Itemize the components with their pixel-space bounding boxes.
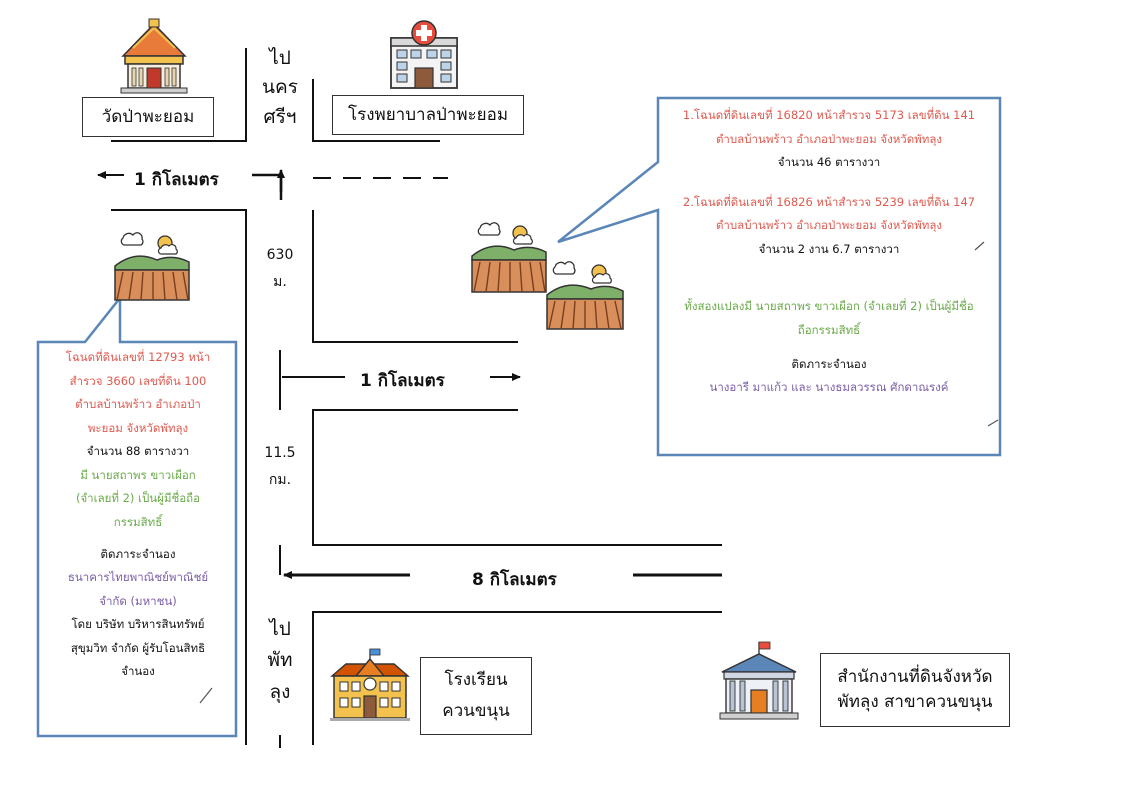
road-edge-top-left [111,48,247,142]
deed-left-line4: พะยอม จังหวัดพัทลุง [87,420,189,435]
mortgage-left-label: ติดภาระจำนอง [100,546,176,561]
school-label-line1: โรงเรียน [444,670,508,691]
road-edge-top-right [312,79,440,142]
road-edge-bottom-right [312,611,722,745]
mortgagee-left-line2: จำกัด (มหาชน) [99,593,177,608]
land-office-label-line2: พัทลุง สาขาควนขนุน [837,692,993,712]
transfer-left-line2: สุขุมวิท จำกัด ผู้รับโอนสิทธิ [70,640,206,655]
farmland-icon [114,232,190,301]
deed-left-area: จำนวน 88 ตารางวา [86,444,190,459]
vertical-distance-2-value: 11.5 [264,445,296,461]
temple-label-box: วัดป่าพะยอม [82,97,214,137]
callout-right-text: 1.โฉนดที่ดินเลขที่ 16820 หน้าสำรวจ 5173 … [662,104,996,400]
owner-right-line2: ถือกรรมสิทธิ์ [797,322,861,337]
pen-mark [199,687,213,704]
land-office-icon [719,641,799,720]
owner-left-line1: มี นายสถาพร ขาวเผือก [80,467,196,482]
callout-left-text: โฉนดที่ดินเลขที่ 12793 หน้า สำรวจ 3660 เ… [42,346,234,684]
school-label-box: โรงเรียน ควนขนุน [420,657,532,735]
vertical-distance-1: 630 ม. [254,242,306,295]
road-lines [111,48,722,748]
middle-distance-label: 1 กิโลเมตร [360,371,445,391]
deed-1-area: จำนวน 46 ตารางวา [777,155,881,170]
callout-right-bubble [557,96,1002,457]
to-phatthalung-line1: ไป [269,618,291,640]
to-phatthalung-line3: ลุง [269,680,291,703]
owner-left-line2: (จำเลยที่ 2) เป็นผู้มีชื่อถือ [75,491,201,506]
to-nakhon-line3: ศรีฯ [263,105,297,128]
farmland-icon [546,261,624,330]
deed-2-area: จำนวน 2 งาน 6.7 ตารางวา [758,241,900,256]
road-edge-mid-lower [312,409,722,546]
to-nakhon-label: ไป นคร ศรีฯ [254,44,306,132]
to-phatthalung-line2: พัท [267,649,293,672]
vertical-distance-1-value: 630 [266,247,294,263]
temple-icon [120,18,188,94]
deed-left-line1: โฉนดที่ดินเลขที่ 12793 หน้า [65,350,211,364]
owner-right-line1: ทั้งสองแปลงมี นายสถาพร ขาวเผือก (จำเลยที… [684,299,974,314]
to-phatthalung-label: ไป พัท ลุง [254,614,306,708]
transfer-left-line3: จำนอง [121,664,155,679]
hospital-icon [390,20,458,89]
mortgagee-right: นางอารี มาแก้ว และ นางธมลวรรณ ศักดาณรงค์ [709,380,949,395]
deed-2-line2: ตำบลบ้านพร้าว อำเภอป่าพะยอม จังหวัดพัทลุ… [715,218,943,233]
to-nakhon-line1: ไป [269,47,291,69]
farmland-icon [471,222,547,293]
hospital-label: โรงพยาบาลป่าพะยอม [347,104,509,125]
school-label-line2: ควนขนุน [442,701,510,721]
mortgage-right-label: ติดภาระจำนอง [791,356,867,371]
pen-mark [987,419,999,427]
left-distance-label: 1 กิโลเมตร [134,170,219,190]
school-icon [330,648,410,721]
to-nakhon-line2: นคร [262,76,298,99]
deed-left-line2: สำรวจ 3660 เลขที่ดิน 100 [69,373,207,388]
owner-left-line3: กรรมสิทธิ์ [113,514,163,529]
road-edge-mid-upper [312,210,518,343]
vertical-distance-2-unit: กม. [268,471,292,488]
pen-mark [974,241,985,251]
deed-1-line1: 1.โฉนดที่ดินเลขที่ 16820 หน้าสำรวจ 5173 … [682,108,976,122]
transfer-left-line1: โดย บริษัท บริหารสินทรัพย์ [71,617,205,632]
deed-1-line2: ตำบลบ้านพร้าว อำเภอป่าพะยอม จังหวัดพัทลุ… [715,131,943,146]
vertical-distance-1-unit: ม. [273,273,287,290]
road-edge-left-main [111,209,247,745]
hospital-label-box: โรงพยาบาลป่าพะยอม [332,95,524,135]
temple-label: วัดป่าพะยอม [101,106,195,127]
vertical-distance-2: 11.5 กม. [254,440,306,493]
turn-corner [252,173,283,200]
callout-left-bubble [36,294,238,738]
bottom-distance-label: 8 กิโลเมตร [472,570,557,590]
land-office-label-box: สำนักงานที่ดินจังหวัด พัทลุง สาขาควนขนุน [820,653,1010,727]
land-office-label-line1: สำนักงานที่ดินจังหวัด [837,667,993,688]
mortgagee-left-line1: ธนาคารไทยพาณิชย์พาณิชย์ [67,570,209,585]
deed-2-line1: 2.โฉนดที่ดินเลขที่ 16826 หน้าสำรวจ 5239 … [682,194,976,209]
deed-left-line3: ตำบลบ้านพร้าว อำเภอป่า [75,397,201,412]
